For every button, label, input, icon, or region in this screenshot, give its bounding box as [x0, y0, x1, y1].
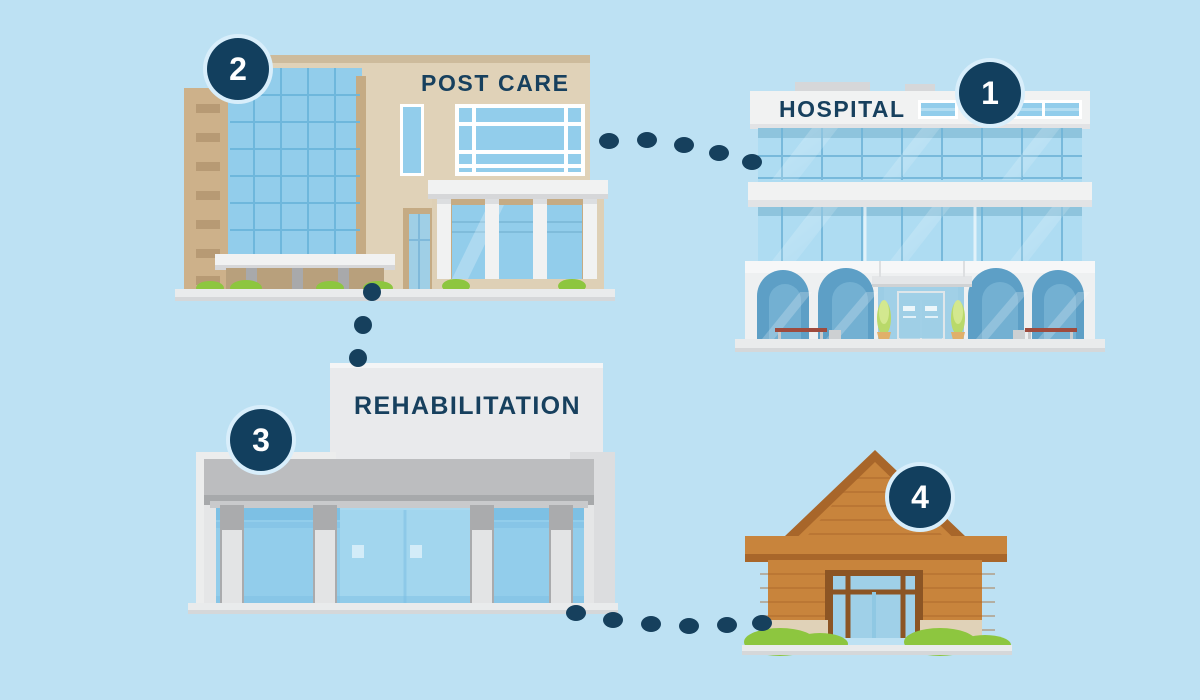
step-badge-2[interactable]: 2	[203, 34, 273, 104]
rehabilitation-label: REHABILITATION	[354, 392, 581, 420]
badge-number-2: 2	[229, 51, 247, 87]
hospital-planters	[877, 300, 965, 340]
badge-number-3: 3	[252, 422, 270, 458]
connector-postcare-to-hospital	[599, 132, 762, 170]
rehabilitation-building	[188, 363, 618, 614]
hospital-building	[735, 82, 1105, 352]
connector-postcare-to-rehabilitation	[349, 283, 381, 367]
step-badge-1[interactable]: 1	[955, 58, 1025, 128]
badge-number-4: 4	[911, 479, 929, 515]
hospital-benches	[775, 328, 1077, 340]
badge-circle-2: 2	[207, 38, 269, 100]
rehab-glass	[216, 508, 584, 603]
badge-circle-3: 3	[230, 409, 292, 471]
post-care-label: POST CARE	[421, 70, 570, 96]
connector-rehabilitation-to-home	[566, 605, 772, 634]
hospital-arcade	[757, 261, 1090, 340]
post-care-facade-windows	[400, 104, 585, 176]
tower-windows	[196, 104, 220, 285]
step-badge-3[interactable]: 3	[226, 405, 296, 475]
post-care-portico	[428, 180, 608, 290]
step-badge-4[interactable]: 4	[885, 462, 955, 532]
badge-circle-1: 1	[959, 62, 1021, 124]
badge-number-1: 1	[981, 75, 999, 111]
post-care-building	[175, 55, 615, 301]
rehab-columns	[220, 505, 573, 603]
hospital-label: HOSPITAL	[779, 96, 906, 122]
badge-circle-4: 4	[889, 466, 951, 528]
